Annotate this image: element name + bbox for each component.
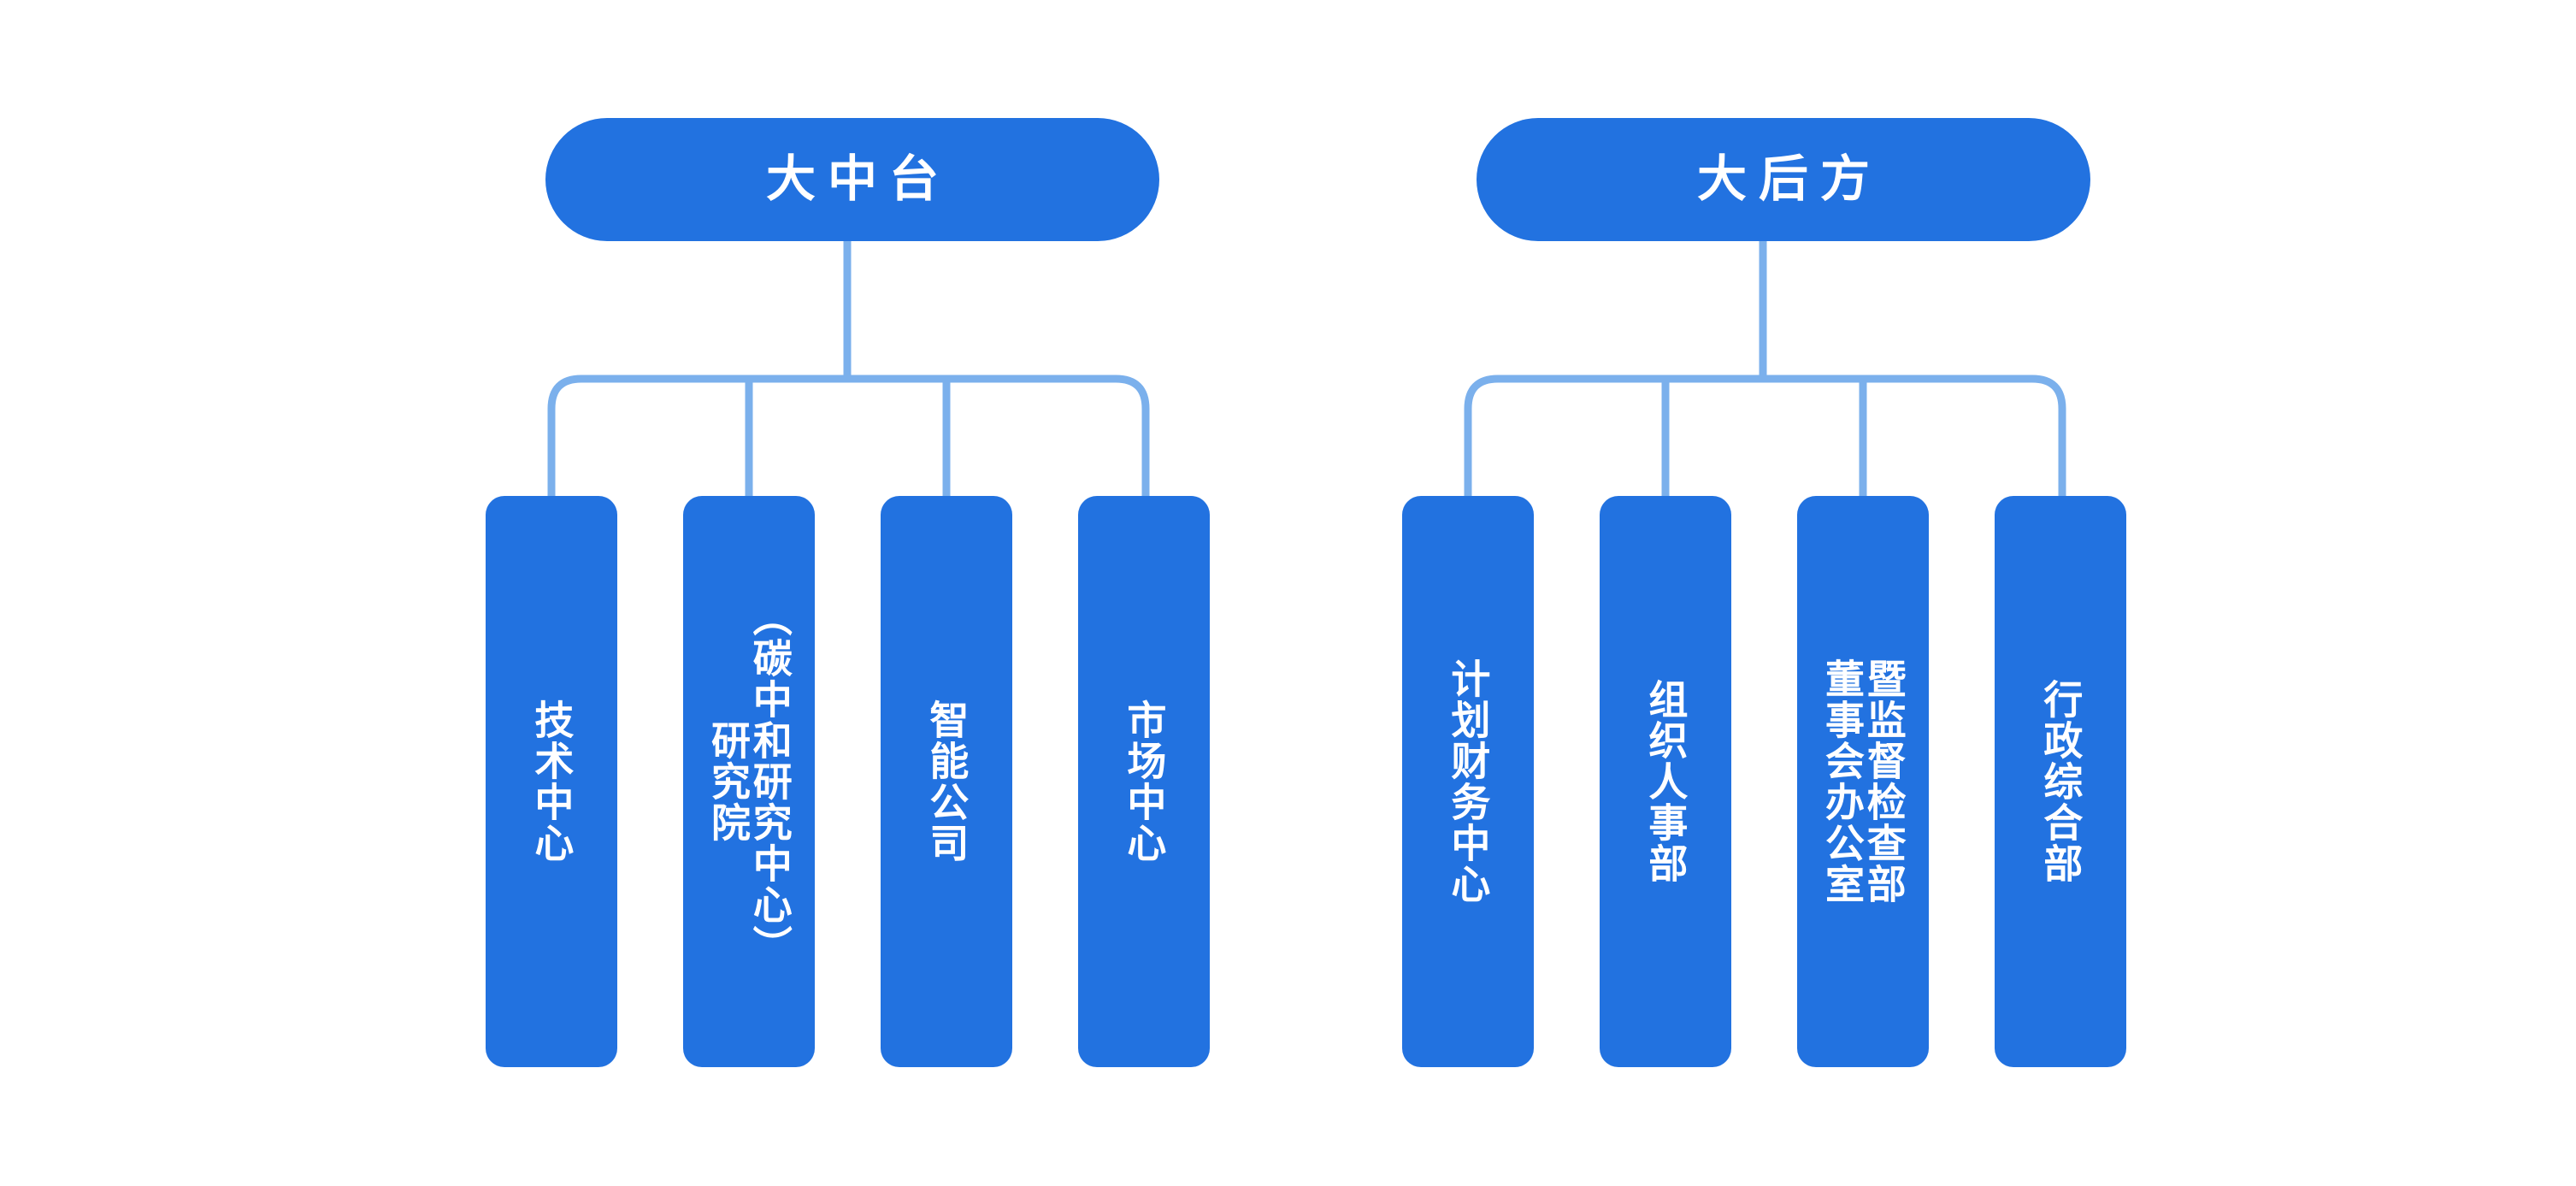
- node-dongshihui-bangongshi[interactable]: [1797, 496, 1929, 1067]
- node-jihua-caiwu-zhongxin[interactable]: [1402, 496, 1534, 1067]
- node-jishu-zhongxin[interactable]: [486, 496, 617, 1067]
- node-xingzheng-zonghe-bu[interactable]: [1995, 496, 2126, 1067]
- connector-bus-left: [547, 375, 1150, 508]
- node-zuzhi-renshi-bu[interactable]: [1600, 496, 1731, 1067]
- group-root-zhong-tai[interactable]: 大中台: [545, 118, 1159, 241]
- group-root-label-hou-fang: 大后方: [1696, 151, 1882, 207]
- group-root-hou-fang[interactable]: 大后方: [1477, 118, 2090, 241]
- group-root-label-zhong-tai: 大中台: [765, 151, 951, 207]
- node-zhineng-gongsi[interactable]: [881, 496, 1012, 1067]
- node-yanjiuyuan[interactable]: [683, 496, 815, 1067]
- node-shichang-zhongxin[interactable]: [1078, 496, 1210, 1067]
- connector-bus-right: [1464, 375, 2066, 508]
